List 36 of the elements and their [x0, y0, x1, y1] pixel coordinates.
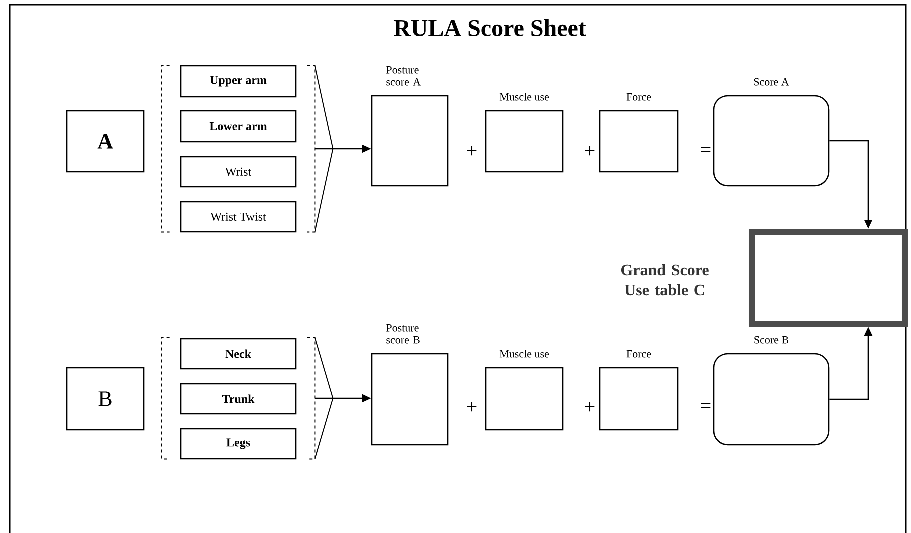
label-box: A [66, 110, 145, 173]
label-box: Trunk [180, 383, 297, 415]
score-box: Posture score A [371, 66, 449, 187]
title: RULA Score Sheet [394, 20, 586, 36]
node-label: Posture score B [386, 324, 420, 344]
score-box: Muscle use [485, 93, 564, 173]
node-label: Score A [754, 78, 790, 86]
operator-sign: = [701, 147, 711, 152]
label-box: Wrist Twist [180, 201, 297, 233]
score-box: Force [599, 350, 679, 431]
node-label: Score B [754, 336, 789, 344]
node-label: Grand Score Use table C [621, 264, 709, 296]
grand-score-box: Grand Score Use table C [622, 229, 908, 327]
node-label: Force [626, 93, 652, 101]
dashed-group [161, 65, 316, 233]
operator-sign: + [467, 402, 477, 412]
operator-sign: = [701, 403, 711, 408]
label-box: Legs [180, 428, 297, 460]
label-box: Wrist [180, 156, 297, 188]
operator-sign: + [585, 146, 595, 156]
score-box: Muscle use [485, 350, 564, 431]
label-box: Upper arm [180, 65, 297, 98]
dashed-group [161, 337, 316, 460]
operator-sign: + [585, 402, 595, 412]
score-box: Score A [713, 78, 830, 187]
score-box: Force [599, 94, 679, 173]
operator-sign: + [467, 146, 477, 156]
score-box: Posture score B [371, 324, 449, 446]
label-box: B [66, 367, 145, 431]
node-label: Force [626, 350, 652, 358]
label-box: Neck [180, 338, 297, 370]
node-label: Muscle use [500, 350, 550, 358]
node-label: Muscle use [500, 93, 550, 101]
score-box: Score B [713, 336, 830, 446]
node-label: Posture score A [386, 66, 421, 86]
label-box: Lower arm [180, 110, 297, 143]
